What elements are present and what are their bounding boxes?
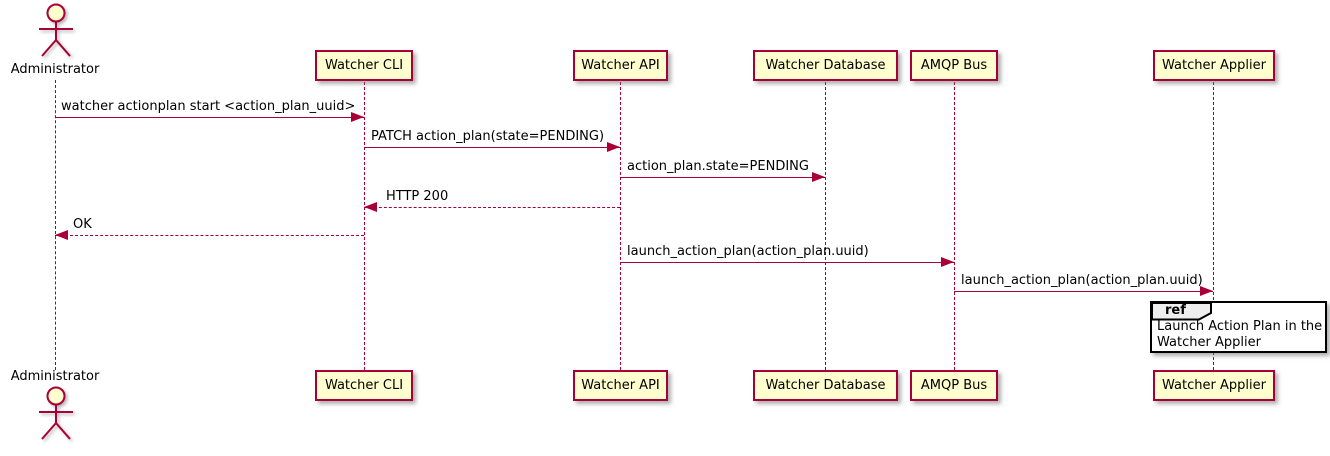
participant-top-amqp-bus: AMQP Bus xyxy=(910,50,998,81)
message-3-line xyxy=(620,177,825,178)
actor-label-top: Administrator xyxy=(10,62,100,77)
arrowhead-right-icon xyxy=(351,112,364,122)
message-7-line xyxy=(954,291,1213,292)
ref-text-line2: Watcher Applier xyxy=(1157,335,1261,350)
arrowhead-right-icon xyxy=(1200,286,1213,296)
ref-tab-icon xyxy=(1151,302,1212,321)
actor-figure-icon xyxy=(39,3,73,57)
participant-top-watcher-api: Watcher API xyxy=(573,50,668,81)
message-5-line xyxy=(55,235,364,236)
participant-top-watcher-database: Watcher Database xyxy=(753,50,898,81)
ref-text: Launch Action Plan in the Watcher Applie… xyxy=(1157,319,1323,351)
lifeline-watcher-cli xyxy=(364,82,365,370)
actor-figure-icon xyxy=(39,386,73,440)
arrowhead-left-icon xyxy=(364,202,377,212)
message-2-label: PATCH action_plan(state=PENDING) xyxy=(371,129,605,144)
lifeline-watcher-applier xyxy=(1213,82,1214,370)
arrowhead-left-icon xyxy=(55,230,68,240)
participant-bottom-watcher-cli: Watcher CLI xyxy=(315,370,413,401)
message-6-label: launch_action_plan(action_plan.uuid) xyxy=(627,244,869,259)
participant-top-watcher-applier: Watcher Applier xyxy=(1153,50,1275,81)
ref-keyword: ref xyxy=(1165,303,1186,318)
lifeline-administrator xyxy=(55,80,56,370)
message-1-line xyxy=(55,117,364,118)
participant-bottom-amqp-bus: AMQP Bus xyxy=(910,370,998,401)
message-4-line xyxy=(364,207,620,208)
ref-text-line1: Launch Action Plan in the xyxy=(1157,319,1323,334)
ref-fragment: ref Launch Action Plan in the Watcher Ap… xyxy=(1150,301,1327,353)
participant-top-watcher-cli: Watcher CLI xyxy=(315,50,413,81)
message-2-line xyxy=(364,147,620,148)
lifeline-amqp-bus xyxy=(954,82,955,370)
message-4-label: HTTP 200 xyxy=(386,189,449,204)
participant-bottom-watcher-applier: Watcher Applier xyxy=(1153,370,1275,401)
message-1-label: watcher actionplan start <action_plan_uu… xyxy=(61,99,356,114)
participant-bottom-watcher-api: Watcher API xyxy=(573,370,668,401)
participant-bottom-watcher-database: Watcher Database xyxy=(753,370,898,401)
lifeline-watcher-database xyxy=(825,82,826,370)
lifeline-watcher-api xyxy=(620,82,621,370)
message-6-line xyxy=(620,262,954,263)
arrowhead-right-icon xyxy=(607,142,620,152)
message-3-label: action_plan.state=PENDING xyxy=(627,159,809,174)
arrowhead-right-icon xyxy=(812,172,825,182)
message-7-label: launch_action_plan(action_plan.uuid) xyxy=(961,273,1203,288)
actor-label-bottom: Administrator xyxy=(10,369,100,384)
message-5-label: OK xyxy=(73,217,92,232)
arrowhead-right-icon xyxy=(941,257,954,267)
